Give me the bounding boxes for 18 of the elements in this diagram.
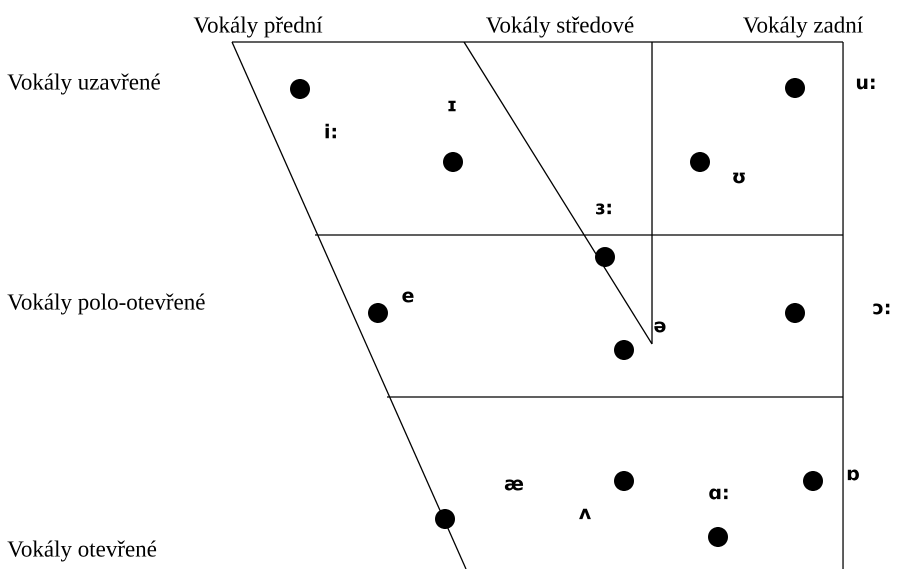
vowel-symbol: ə: [654, 322, 666, 332]
vowel-symbol: ʊ: [733, 172, 745, 184]
vowel-symbol: u:: [856, 78, 874, 90]
vowel-symbol: i:: [326, 124, 336, 138]
vowel-symbol: ɑ:: [709, 488, 728, 500]
axis-label: Vokály uzavřené: [7, 74, 160, 94]
axis-label: Vokály zadní: [743, 16, 863, 38]
axis-label: Vokály středové: [486, 16, 634, 38]
vowel-symbol: æ: [504, 480, 524, 490]
vowel-symbol: ɒ: [848, 470, 859, 480]
vowel-symbol: e: [402, 292, 414, 302]
axis-label: Vokály polo-otevřené: [7, 294, 205, 314]
vowel-symbol: ɜ:: [596, 204, 611, 214]
axis-label: Vokály otevřené: [7, 540, 156, 562]
vowel-symbol: ɔ:: [873, 304, 890, 314]
vowel-symbol: ʌ: [579, 508, 591, 520]
axis-label: Vokály přední: [194, 16, 322, 38]
vowel-symbol: ɪ: [448, 100, 456, 112]
